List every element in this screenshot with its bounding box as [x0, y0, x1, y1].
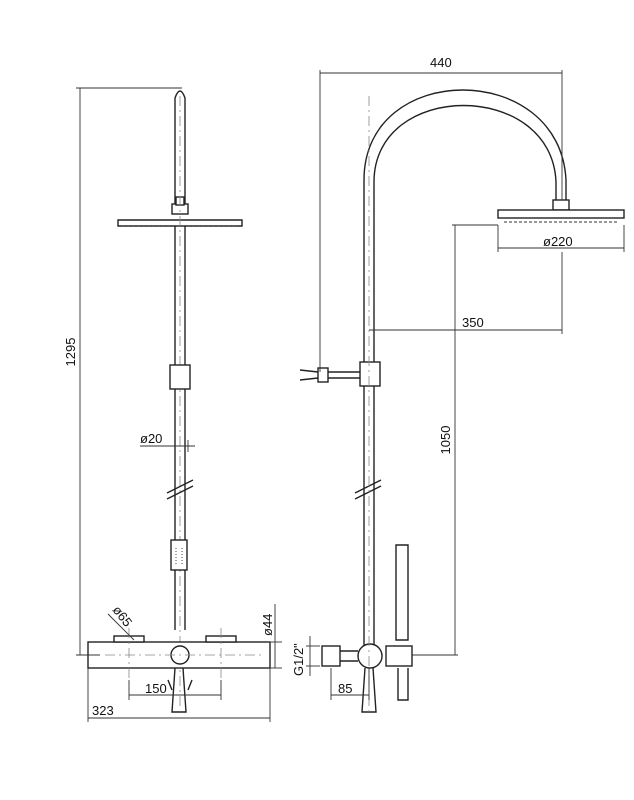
dim-inlet-thread: G1/2" [291, 643, 306, 676]
side-dimensions: 440 ø220 350 1050 G1/2" 85 [291, 55, 625, 700]
dim-head-diameter: ø220 [543, 234, 573, 249]
slider-side [359, 361, 381, 387]
dim-overall-height: 1295 [63, 338, 78, 367]
slider-handle [317, 367, 329, 383]
dim-body-length: 323 [92, 703, 114, 718]
mixer-side [357, 643, 383, 669]
dim-inlet-spacing: 150 [145, 681, 167, 696]
dim-knob-diameter: ø65 [110, 603, 136, 630]
arm-outer [363, 89, 567, 655]
hand-holder [385, 645, 413, 667]
riser-top [174, 90, 186, 210]
dim-pipe-diameter: ø20 [140, 431, 162, 446]
front-dimensions: 1295 ø20 ø65 ø44 150 323 [63, 87, 282, 722]
front-view [87, 90, 271, 713]
dim-wall-offset: 85 [338, 681, 352, 696]
dim-body-diameter: ø44 [260, 614, 275, 636]
dim-head-height: 1050 [438, 426, 453, 455]
arm-inner [373, 104, 557, 655]
hand-shower-front [170, 539, 188, 571]
inlet-nut [321, 645, 341, 667]
slider-front [169, 364, 191, 390]
dim-arm-projection: 350 [462, 315, 484, 330]
dim-arm-width: 440 [430, 55, 452, 70]
hand-shower-side [395, 544, 409, 641]
side-view [299, 89, 625, 713]
shower-head-side [497, 209, 625, 219]
side-head-connector [552, 199, 570, 211]
